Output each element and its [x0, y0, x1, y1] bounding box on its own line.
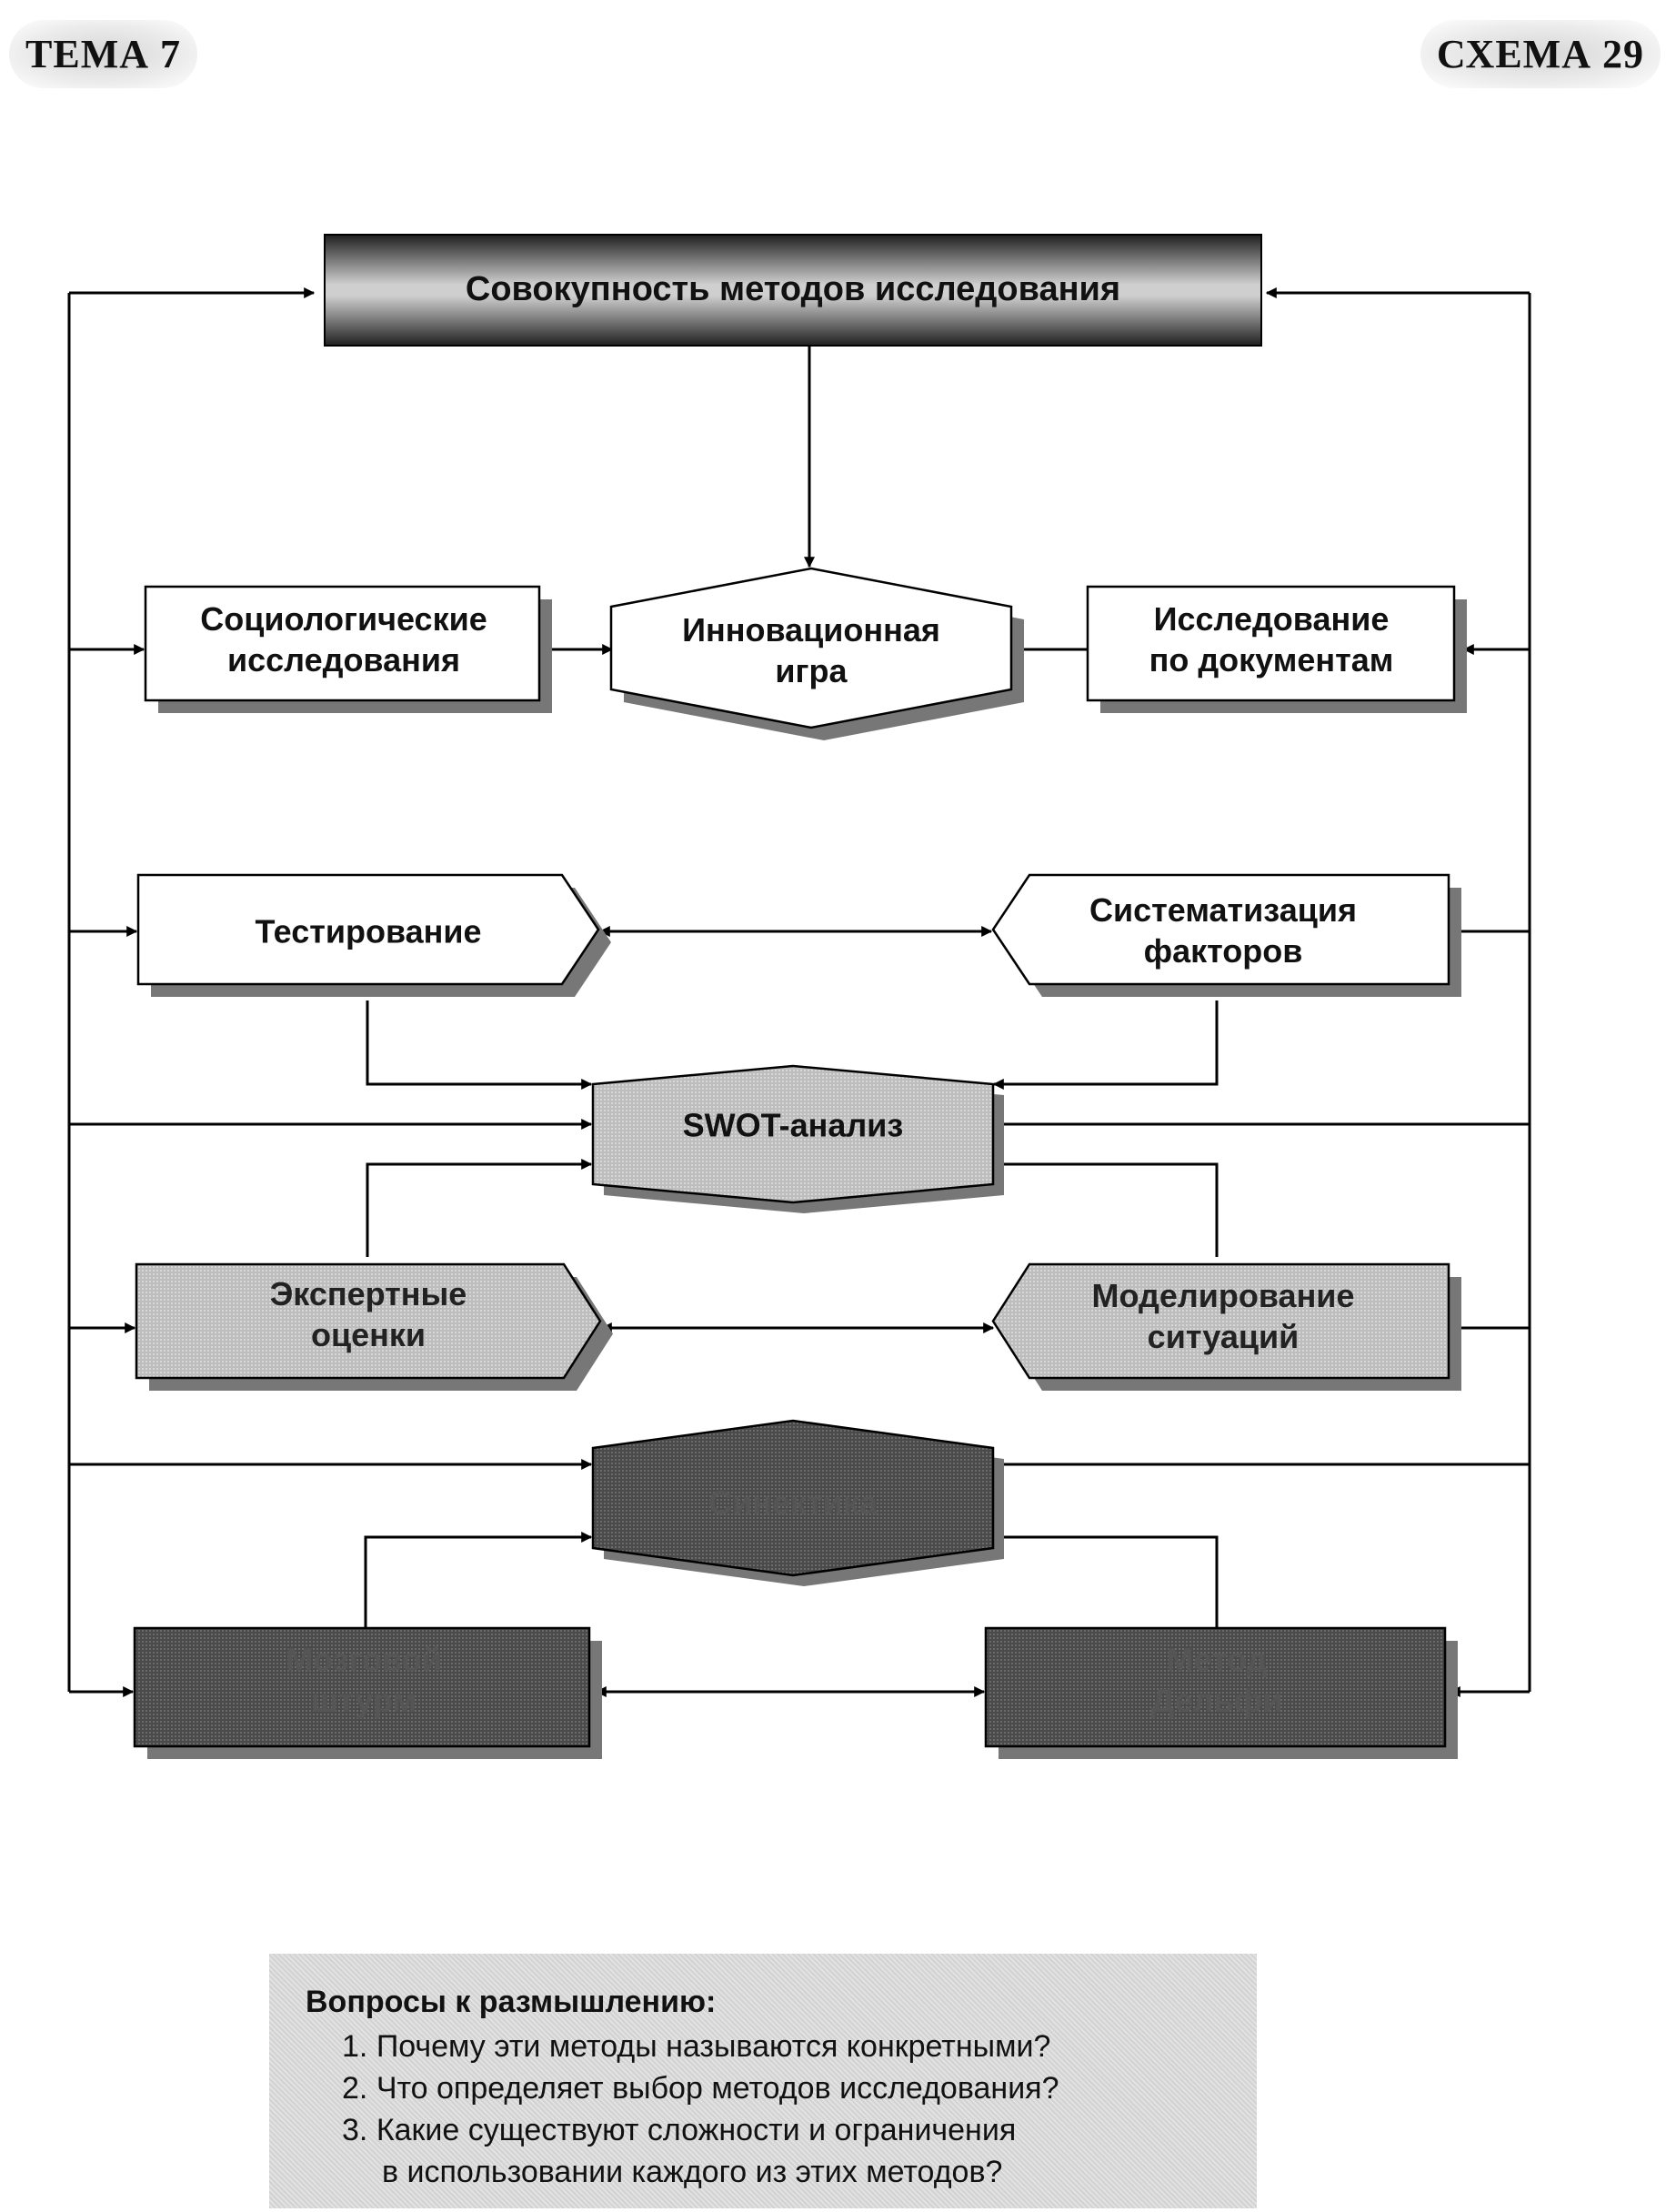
- test-node: [136, 873, 611, 997]
- question-2-text: Что определяет выбор методов исследовани…: [376, 2071, 1059, 2106]
- swot-node: [591, 1064, 1004, 1213]
- swot-label-1: SWOT-анализ: [683, 1107, 904, 1144]
- sinek-label-1: Синектика: [708, 1484, 878, 1522]
- arrow-expert-to-swot: [366, 1159, 593, 1257]
- sys-shape: [991, 873, 1450, 986]
- brain-label-1: Мозговой: [286, 1641, 442, 1678]
- model-shape: [991, 1262, 1450, 1380]
- docs-node: [1086, 585, 1467, 713]
- delphi-label-2: Дельфи: [1151, 1682, 1283, 1719]
- expert-shape: [135, 1262, 602, 1380]
- soc-node: [144, 585, 552, 713]
- arrow-test-to-swot: [366, 1000, 593, 1090]
- sys-node: [991, 873, 1461, 997]
- innov-label-2: игра: [775, 652, 848, 689]
- test-label-1: Тестирование: [255, 913, 481, 950]
- question-3-text: Какие существуют сложности и ограничения: [376, 2113, 1017, 2147]
- model-label-2: ситуаций: [1148, 1318, 1300, 1355]
- sys-label-2: факторов: [1144, 932, 1303, 970]
- soc-label-1: Социологические: [200, 600, 487, 638]
- question-2-num: 2.: [342, 2071, 368, 2106]
- top-node: [324, 234, 1262, 347]
- question-2: 2. Что определяет выбор методов исследов…: [306, 2067, 1220, 2109]
- questions-title: Вопросы к размышлению:: [306, 1985, 717, 2019]
- top-label: Совокупность методов исследования: [466, 270, 1120, 308]
- expert-node: [135, 1262, 613, 1391]
- question-1-num: 1.: [342, 2029, 368, 2064]
- arrow-model-to-swot: [992, 1159, 1219, 1257]
- innov-shape: [609, 567, 1013, 729]
- arrow-brain-to-sinek: [364, 1532, 593, 1628]
- question-1: 1. Почему эти методы называются конкретн…: [306, 2026, 1220, 2067]
- expert-label-2: оценки: [311, 1316, 426, 1353]
- arrow-sys-to-swot: [992, 1000, 1219, 1090]
- delphi-shape: [984, 1626, 1447, 1748]
- model-node: [991, 1262, 1461, 1391]
- scheme-label: СХЕМА 29: [1420, 20, 1661, 88]
- top-shape: [324, 234, 1262, 347]
- innov-node: [609, 567, 1024, 740]
- methods-diagram: Совокупность методов исследованияСоциоло…: [67, 234, 1531, 1759]
- soc-shape: [144, 585, 541, 702]
- question-3-continuation: в использовании каждого из этих методов?: [382, 2155, 1003, 2189]
- questions-box: Вопросы к размышлению: 1. Почему эти мет…: [269, 1954, 1257, 2208]
- brain-node: [133, 1626, 602, 1759]
- docs-shape: [1086, 585, 1456, 702]
- delphi-node: [984, 1626, 1458, 1759]
- expert-label-1: Экспертные: [270, 1275, 467, 1312]
- soc-label-2: исследования: [227, 641, 460, 679]
- sys-label-1: Систематизация: [1089, 891, 1357, 929]
- docs-label-2: по документам: [1149, 641, 1394, 679]
- docs-label-1: Исследование: [1154, 600, 1390, 638]
- swot-shape: [591, 1064, 995, 1204]
- test-shape: [136, 873, 600, 986]
- question-1-text: Почему эти методы называются конкретными…: [376, 2029, 1051, 2064]
- question-3: 3. Какие существуют сложности и ограниче…: [306, 2109, 1220, 2193]
- brain-shape: [133, 1626, 591, 1748]
- sinek-shape: [591, 1419, 995, 1577]
- sinek-node: [591, 1419, 1004, 1586]
- question-3-num: 3.: [342, 2113, 368, 2147]
- arrow-delphi-to-sinek: [992, 1532, 1219, 1628]
- innov-label-1: Инновационная: [682, 611, 940, 649]
- model-label-1: Моделирование: [1092, 1277, 1355, 1314]
- theme-label: ТЕМА 7: [9, 20, 197, 88]
- brain-label-2: штурм: [311, 1682, 416, 1719]
- delphi-label-1: Метод: [1166, 1641, 1267, 1678]
